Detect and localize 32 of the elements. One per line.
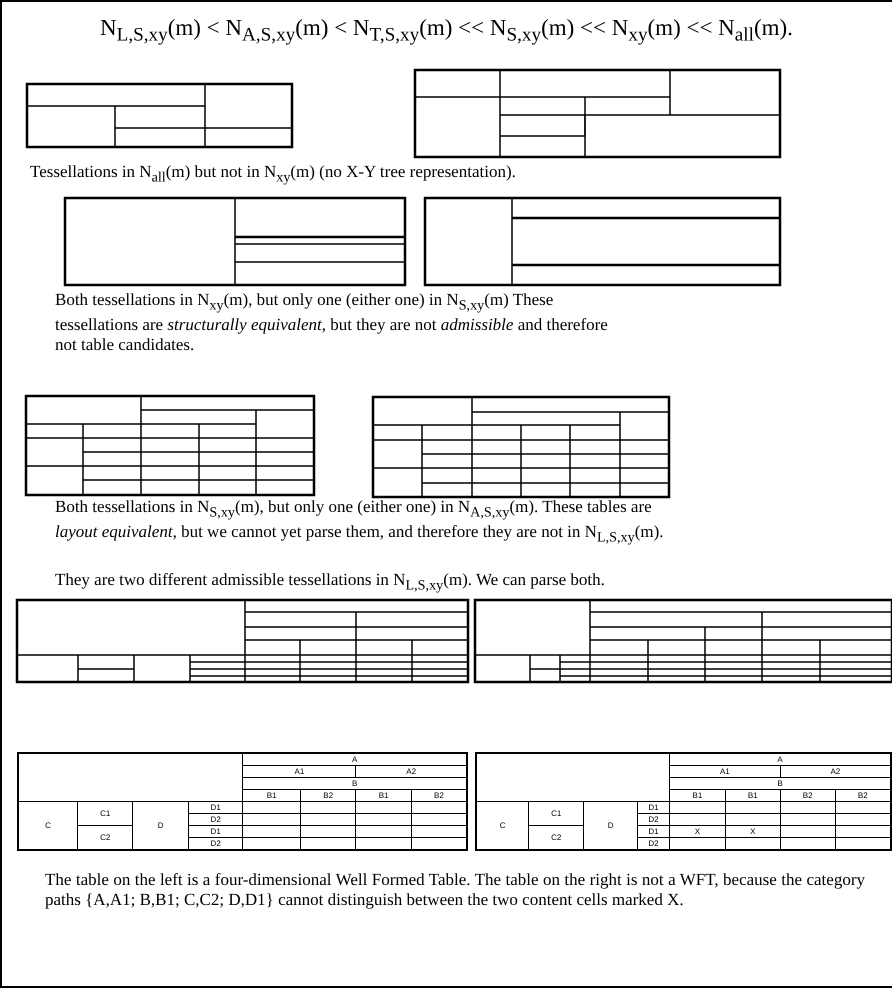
header-cell: B2 xyxy=(780,790,836,802)
header-cell: B1 xyxy=(356,790,412,802)
row-header-cell: D1 xyxy=(188,826,243,838)
row-header-cell: D2 xyxy=(637,814,670,826)
header-cell: A2 xyxy=(780,766,891,778)
caption-text: They are two different admissible tessellations in N$_{L,S,xy}$(m). We can parse both. xyxy=(55,570,606,596)
row-header-cell: D1 xyxy=(637,826,670,838)
header-cell: A2 xyxy=(356,766,467,778)
header-cell: B xyxy=(669,778,891,790)
header-cell: B1 xyxy=(725,790,780,802)
formula-heading: N$_{L,S,xy}$(m) < N$_{A,S,xy}$(m) < N$_{T,S,xy}$(m) << N$_{S,xy}$(m) << N$_{xy}$(m) << N$_{all}$(m). xyxy=(100,14,793,48)
caption-text: Tessellations in N$_{all}$(m) but not in N$_{xy}$(m) (no X-Y tree representation). xyxy=(30,162,517,188)
row-header-cell: D1 xyxy=(188,802,243,814)
header-cell: A1 xyxy=(242,766,356,778)
row-header-cell: C1 xyxy=(528,802,584,826)
data-cell: X xyxy=(725,826,780,838)
row-header-cell: C1 xyxy=(77,802,133,826)
header-cell: B1 xyxy=(669,790,726,802)
row-header-cell: D xyxy=(584,802,638,850)
row-header-cell: D1 xyxy=(637,802,670,814)
caption-text: The table on the left is a four-dimensional Well Formed Table. The table on the right is not a WFT, because the category paths {A,A1; B,B1; C,C2; D,D1} cannot distinguish between the two content cells marked X. xyxy=(45,870,865,910)
header-cell: B1 xyxy=(242,790,300,802)
caption-text: Both tessellations in N$_{S,xy}$(m), but only one (either one) in N$_{A,S,xy}$(m). These tables are layout equivalent, but we cannot yet parse them, and therefore they are not in N$_{L,S,xy}$(m). xyxy=(55,497,664,548)
header-cell: B xyxy=(242,778,467,790)
row-header-cell: D2 xyxy=(188,814,243,826)
header-cell: B2 xyxy=(835,790,891,802)
header-cell: B2 xyxy=(300,790,356,802)
row-header-cell: D xyxy=(132,802,188,850)
header-cell: A1 xyxy=(669,766,780,778)
header-cell: B2 xyxy=(411,790,467,802)
data-cell: X xyxy=(669,826,726,838)
caption-text: Both tessellations in N$_{xy}$(m), but only one (either one) in N$_{S,xy}$(m) These tessellations are structurally equivalent, but they are not admissible and therefore not table candidates. xyxy=(55,290,609,356)
